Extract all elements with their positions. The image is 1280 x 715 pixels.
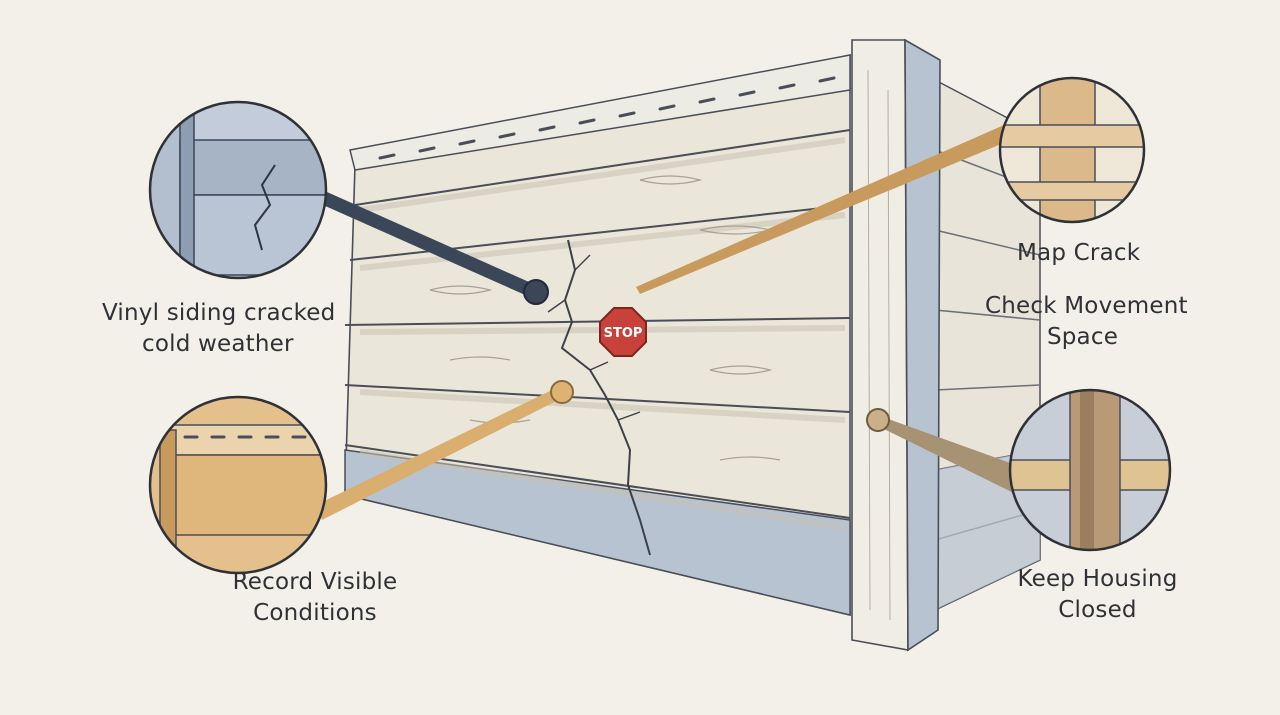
label-cracked-siding: Vinyl siding cracked cold weather: [102, 300, 336, 357]
leader-map-crack: [636, 125, 1006, 294]
inset-cracked-siding: [148, 100, 328, 280]
stop-sign-icon: STOP: [599, 307, 647, 357]
leader-housing: [880, 416, 1030, 500]
inset-housing-closed: [1008, 388, 1172, 552]
marker-housing: [866, 408, 890, 432]
front-wall: [344, 54, 851, 617]
crack-line: [560, 239, 651, 556]
leader-cracked-siding: [318, 188, 538, 298]
label-record-conditions: Record Visible Conditions: [232, 569, 398, 626]
label-movement-space: Check Movement Space: [985, 293, 1188, 350]
corner-post: [851, 38, 941, 652]
marker-cracked-siding: [523, 279, 549, 305]
stop-sign-text: STOP: [604, 326, 643, 341]
marker-record: [550, 380, 574, 404]
leader-record: [316, 388, 566, 520]
inset-record-conditions: [148, 395, 328, 575]
label-housing-closed: Keep Housing Closed: [1017, 566, 1178, 623]
label-map-crack: Map Crack: [1017, 240, 1141, 266]
inset-map-crack: [998, 76, 1146, 224]
